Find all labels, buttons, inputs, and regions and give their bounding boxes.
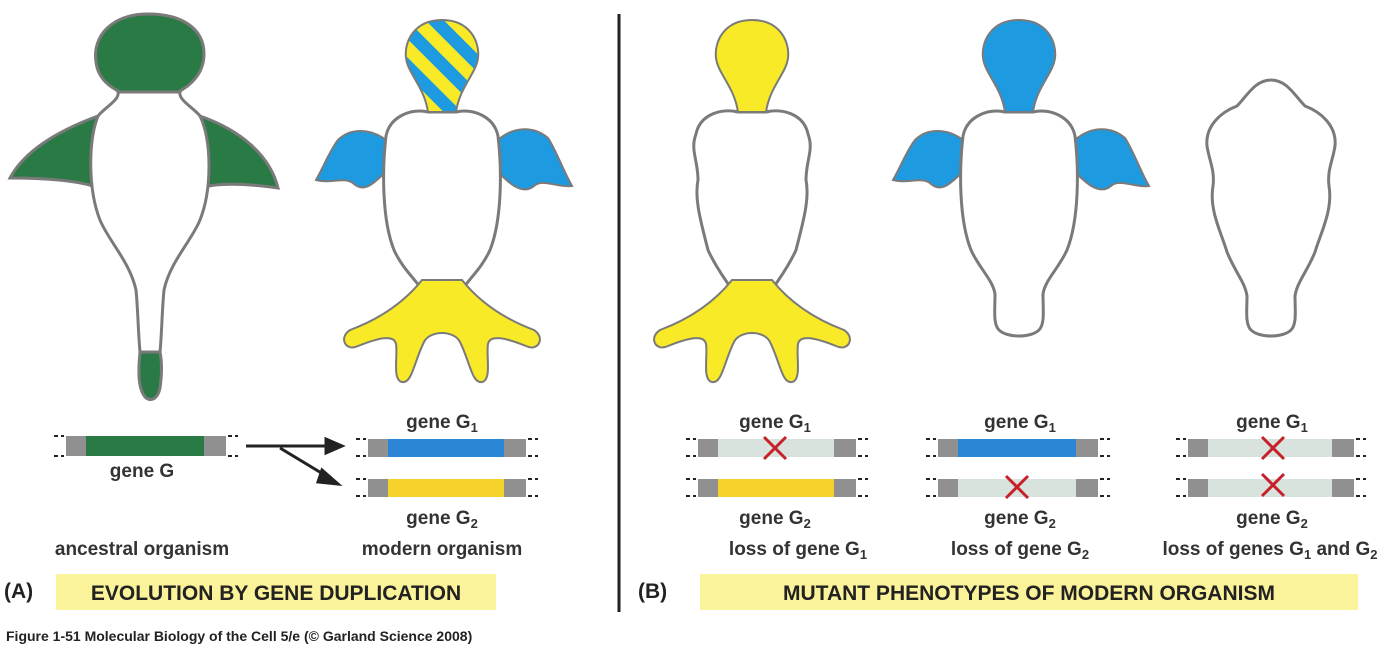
ancestral-body [89, 90, 211, 354]
mutant-2-gene2-cross [1004, 474, 1030, 500]
ancestral-organism [7, 12, 280, 402]
ancestral-head [94, 12, 206, 94]
mutant-2-left-wing [891, 130, 964, 189]
panel-a-banner [56, 574, 496, 610]
mutant-2-caption: loss of gene G2 [951, 539, 1089, 562]
mutant-1-feet [653, 279, 851, 384]
panel-b-letter: (B) [638, 580, 667, 603]
mutant-1-gene2-label: gene G2 [739, 508, 811, 531]
ancestral-gene [54, 435, 238, 457]
mutant-1-body [692, 109, 812, 292]
mutant-2-gene1-label: gene G1 [984, 412, 1056, 435]
mutant-3-gene2-cross [1260, 472, 1286, 498]
mutant-2-right-wing [1074, 128, 1151, 191]
ancestral-tail [137, 350, 163, 402]
panel-a-banner-text: EVOLUTION BY GENE DUPLICATION [91, 582, 461, 605]
mutant-3-body [1205, 78, 1337, 338]
mutant-2-gene2-label: gene G2 [984, 508, 1056, 531]
ancestral-caption: ancestral organism [55, 539, 229, 560]
mutant-1-gene1-cross [762, 435, 788, 461]
panel-a-letter: (A) [4, 580, 33, 603]
mutant-3-caption: loss of genes G1 and G2 [1162, 539, 1377, 562]
panel-b-banner-text: MUTANT PHENOTYPES OF MODERN ORGANISM [783, 582, 1275, 605]
mutant-3-gene1-bar [1176, 438, 1366, 457]
mutant-1-caption: loss of gene G1 [729, 539, 867, 562]
modern-head-striped [404, 18, 480, 113]
mutant-1-organism [653, 18, 851, 384]
modern-organism [314, 18, 574, 384]
modern-caption: modern organism [362, 539, 522, 560]
modern-body [382, 109, 502, 292]
modern-gene2-label: gene G2 [406, 508, 478, 531]
panel-b-banner [700, 574, 1358, 610]
mutant-3-gene1-label: gene G1 [1236, 412, 1308, 435]
modern-gene1-label: gene G1 [406, 412, 478, 435]
duplication-arrows [246, 436, 346, 486]
mutant-2-organism [891, 18, 1151, 338]
mutant-3-organism [1205, 78, 1337, 338]
mutant-1-gene2-bar [686, 478, 868, 497]
mutant-2-gene1-bar [926, 438, 1110, 457]
mutant-2-head [981, 18, 1057, 113]
ancestral-right-wing [198, 113, 280, 191]
modern-right-wing [497, 128, 574, 191]
modern-gene2-bar [356, 478, 538, 497]
mutant-3-gene1-cross [1260, 435, 1286, 461]
modern-left-wing [314, 130, 387, 189]
figure-footer: Figure 1-51 Molecular Biology of the Cel… [6, 628, 472, 644]
mutant-1-gene1-label: gene G1 [739, 412, 811, 435]
mutant-3-gene2-label: gene G2 [1236, 508, 1308, 531]
mutant-2-body [959, 109, 1079, 338]
ancestral-left-wing [7, 113, 100, 191]
modern-feet [343, 279, 541, 384]
modern-gene1-bar [356, 438, 538, 457]
ancestral-gene-label: gene G [110, 461, 174, 482]
mutant-1-head [714, 18, 790, 113]
